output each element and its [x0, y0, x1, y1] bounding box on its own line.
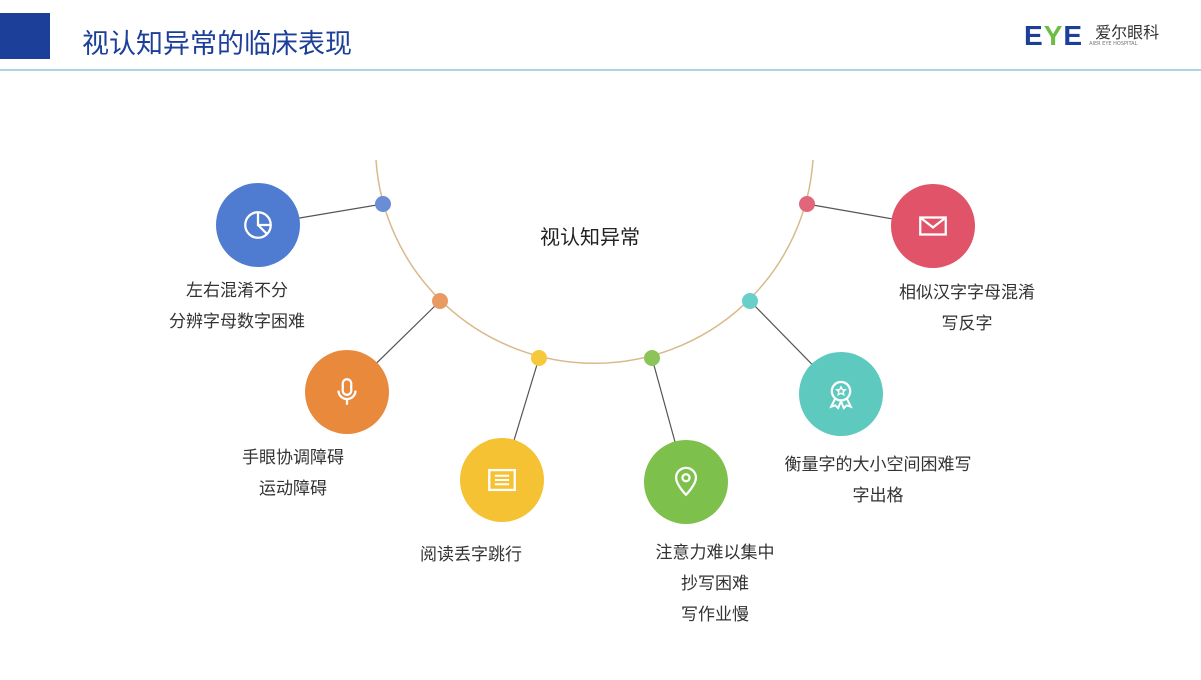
document-icon — [488, 468, 516, 492]
location-pin-icon — [674, 466, 698, 497]
item-label-line: 写反字 — [941, 314, 993, 334]
item-label-line: 衡量字的大小空间困难写 — [784, 455, 972, 475]
item-label-line: 抄写困难 — [681, 574, 749, 594]
page-title: 视认知异常的临床表现 — [82, 29, 352, 60]
microphone-icon — [337, 378, 357, 405]
item-label-line: 相似汉字字母混淆 — [899, 283, 1035, 303]
item-label-line: 运动障碍 — [259, 479, 327, 499]
item-label-line: 手眼协调障碍 — [242, 448, 344, 468]
header-divider — [0, 69, 1201, 71]
item-label: 手眼协调障碍运动障碍 — [242, 443, 344, 505]
item-label-line: 写作业慢 — [681, 605, 749, 625]
item-circle — [644, 440, 728, 524]
item-label: 左右混淆不分分辨字母数字困难 — [169, 276, 305, 338]
item-circle — [460, 438, 544, 522]
mail-icon — [919, 216, 947, 236]
arc-dot — [644, 350, 660, 366]
item-label-line: 注意力难以集中 — [655, 543, 775, 563]
arc-dot — [531, 350, 547, 366]
logo-en: AIER EYE HOSPITAL — [1089, 41, 1138, 47]
item-circle — [216, 183, 300, 267]
arc-dot — [432, 293, 448, 309]
item-label: 注意力难以集中抄写困难写作业慢 — [656, 538, 775, 631]
award-icon — [829, 380, 853, 410]
item-label: 阅读丢字跳行 — [420, 540, 522, 571]
arc-dot — [742, 293, 758, 309]
logo-mark: EYE — [1024, 20, 1084, 51]
item-circle — [891, 184, 975, 268]
arc-dot — [799, 196, 815, 212]
arc-dot — [375, 196, 391, 212]
item-label: 相似汉字字母混淆写反字 — [899, 278, 1035, 340]
item-label-line: 阅读丢字跳行 — [420, 545, 522, 565]
arc — [375, 159, 814, 365]
item-label-line: 分辨字母数字困难 — [169, 312, 305, 332]
item-label-line: 左右混淆不分 — [186, 281, 288, 301]
item-circle — [305, 350, 389, 434]
center-label: 视认知异常 — [540, 225, 640, 249]
logo-cn: 爱尔眼科 — [1095, 23, 1160, 42]
item-circle — [799, 352, 883, 436]
pie-chart-icon — [244, 211, 272, 239]
item-label: 衡量字的大小空间困难写字出格 — [785, 450, 972, 512]
item-label-line: 字出格 — [852, 486, 904, 506]
header-accent-block — [0, 13, 50, 59]
